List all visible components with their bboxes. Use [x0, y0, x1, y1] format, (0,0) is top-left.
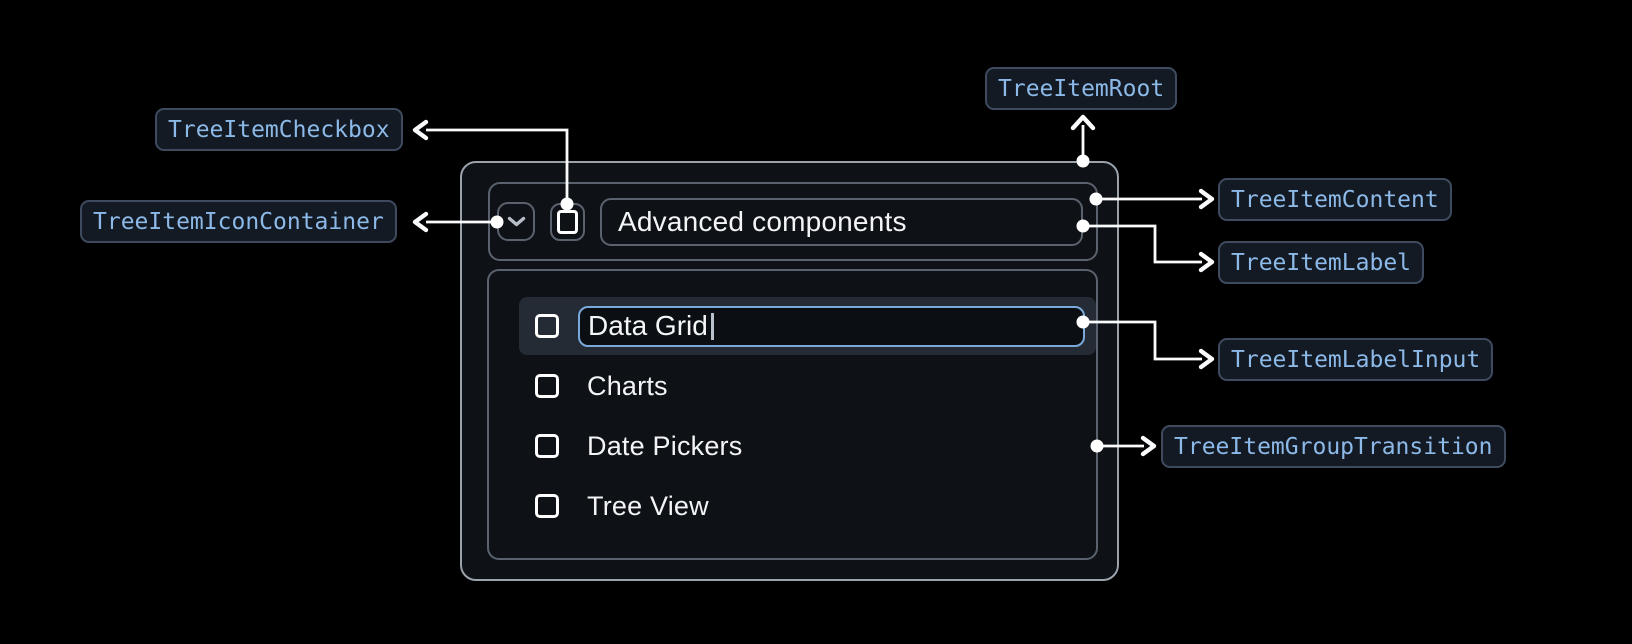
checkbox-unchecked-icon[interactable]	[535, 494, 559, 518]
tree-row-editing[interactable]: Data Grid	[519, 297, 1096, 355]
badge-tree-item-icon-container: TreeItemIconContainer	[80, 200, 397, 243]
checkbox-unchecked-icon	[557, 209, 578, 234]
connector-tree-item-root	[1070, 114, 1096, 168]
tree-item-root: Advanced components Data Grid Charts Dat…	[460, 161, 1119, 581]
tree-item-checkbox[interactable]	[550, 202, 585, 241]
tree-row-label: Tree View	[587, 490, 709, 521]
checkbox-unchecked-icon[interactable]	[535, 374, 559, 398]
badge-tree-item-label: TreeItemLabel	[1218, 241, 1425, 284]
badge-tree-item-root: TreeItemRoot	[985, 67, 1178, 110]
tree-item-icon-container[interactable]	[497, 202, 535, 241]
tree-row[interactable]: Date Pickers	[519, 417, 1096, 475]
tree-row-label: Date Pickers	[587, 430, 743, 461]
tree-item-label-input[interactable]: Data Grid	[578, 305, 1085, 347]
tree-item-group-transition: Data Grid Charts Date Pickers Tree View	[487, 269, 1098, 560]
chevron-down-icon	[507, 216, 526, 227]
tree-row[interactable]: Charts	[519, 357, 1096, 415]
parent-item-label: Advanced components	[618, 205, 907, 237]
tree-row[interactable]: Tree View	[519, 477, 1096, 535]
badge-tree-item-label-input: TreeItemLabelInput	[1218, 338, 1494, 381]
badge-tree-item-group-transition: TreeItemGroupTransition	[1161, 425, 1506, 468]
badge-tree-item-checkbox: TreeItemCheckbox	[155, 108, 403, 151]
label-input-value: Data Grid	[588, 310, 708, 341]
tree-row-label: Charts	[587, 370, 668, 401]
badge-tree-item-content: TreeItemContent	[1218, 178, 1452, 221]
checkbox-unchecked-icon[interactable]	[535, 314, 559, 338]
tree-item-label: Advanced components	[600, 197, 1083, 246]
text-caret	[710, 312, 714, 340]
checkbox-unchecked-icon[interactable]	[535, 434, 559, 458]
tree-item-content[interactable]: Advanced components	[488, 182, 1098, 261]
